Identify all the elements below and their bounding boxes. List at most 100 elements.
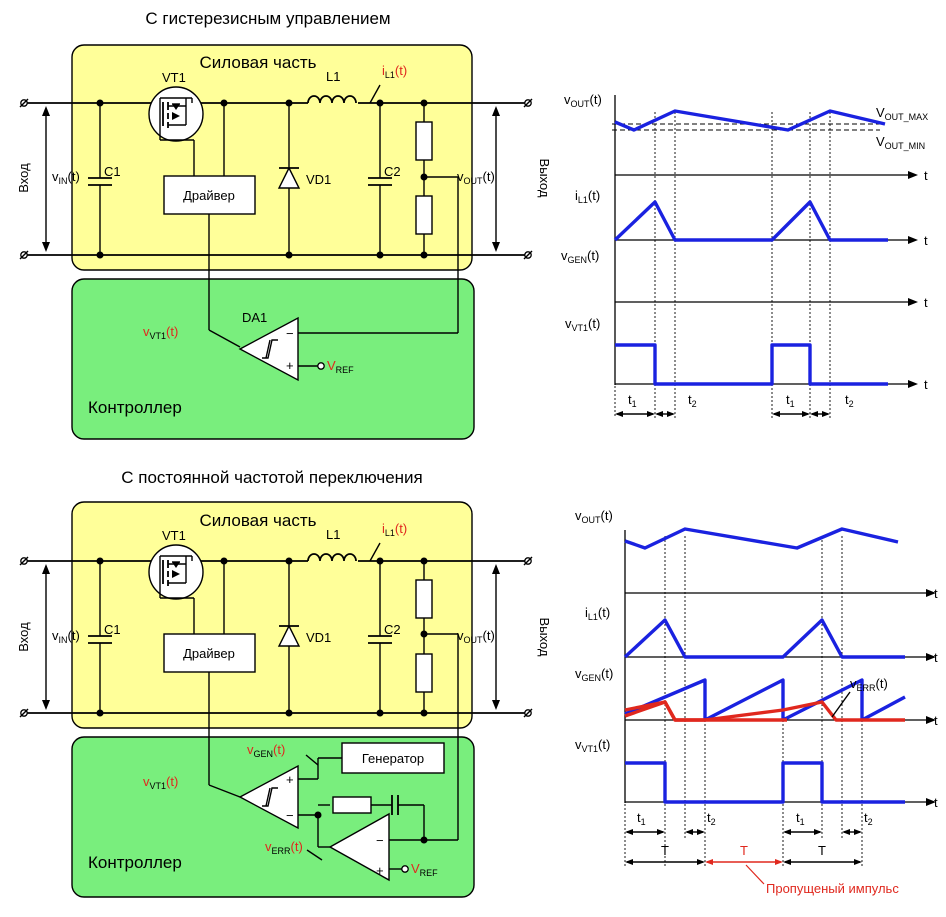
verr-pointer [831,691,851,718]
il1-label: iL1(t) [382,521,407,538]
driver-box [163,175,256,215]
vin-label: vIN(t) [52,628,80,645]
vout-min-label: VOUT_MIN [876,134,925,151]
time-axis-icon [615,171,918,388]
t2-label: t2 [688,392,697,409]
bottom-circuit: С постоянной частотой переключения Силов… [16,468,552,898]
il1-waveform [623,618,905,659]
t-label: t [934,795,938,810]
period-label: T [661,843,669,858]
time-axis-icon [625,589,936,806]
vout-axis-label: vOUT(t) [564,92,602,109]
vout-arrow-icon [492,106,500,252]
controller-section-label: Контроллер [88,398,182,417]
missed-period-arrow-icon [705,859,783,885]
t-label: t [934,713,938,728]
vd1-label: VD1 [306,630,331,645]
top-waveforms: t t t t vOUT(t) VOUT_MAX VOUT_MIN iL1(t)… [561,92,928,418]
vin-label: vIN(t) [52,169,80,186]
vt1-label: VT1 [162,70,186,85]
input-label: Вход [16,622,31,652]
plus-sign: + [286,772,294,787]
t1-label: t1 [796,810,805,827]
t-label: t [924,377,928,392]
c2-label: C2 [384,622,401,637]
vvt1-waveform [625,761,905,804]
t-label: t [934,586,938,601]
t1-label: t1 [637,810,646,827]
vgen-axis-label: vGEN(t) [575,666,613,683]
vvt1-waveform [615,343,888,386]
verr-waveform [624,700,905,722]
vin-arrow-icon [42,564,50,710]
input-label: Вход [16,163,31,193]
terminal-icon [19,98,533,260]
resistor-divider-icon [298,99,459,334]
pwm-comparator-icon [238,757,342,830]
il1-label: iL1(t) [382,63,407,80]
power-section-box [71,501,473,729]
generator-label: Генератор [362,751,424,766]
capacitor-c1-icon [88,99,112,259]
vvt1-axis-label: vVT1(t) [565,316,600,333]
interval-arrow-icon [624,804,862,866]
c1-label: C1 [104,622,121,637]
vout-axis-label: vOUT(t) [575,508,613,525]
vout-max-label: VOUT_MAX [876,105,928,122]
vgen-label: vGEN(t) [247,742,285,759]
power-section-box [71,44,473,271]
da1-label: DA1 [242,310,267,325]
error-amplifier-icon [314,795,428,882]
inductor-l1-icon [307,95,358,104]
plus-sign: + [286,358,294,373]
il1-pointer [369,84,381,104]
vref-label: VREF [327,358,354,375]
power-section-label: Силовая часть [199,53,316,72]
l1-label: L1 [326,69,340,84]
missed-period-label: T [740,843,748,858]
mosfet-vt1-icon [148,86,204,176]
t-label: t [924,233,928,248]
bottom-title: С постоянной частотой переключения [121,468,423,487]
driver-label: Драйвер [183,188,235,203]
t-label: t [934,650,938,665]
capacitor-c1-icon [88,557,112,717]
t-label: t [924,295,928,310]
interval-arrow-icon [614,386,830,418]
t2-label: t2 [864,810,873,827]
vvt1-label: vVT1(t) [143,774,178,791]
vgen-waveform [624,678,906,722]
power-section-label: Силовая часть [199,511,316,530]
t2-label: t2 [707,810,716,827]
l1-label: L1 [326,527,340,542]
c1-label: C1 [104,164,121,179]
driver-box [163,633,256,673]
vout-label: vOUT(t) [457,169,495,186]
t-label: t [924,168,928,183]
t1-label: t1 [628,392,637,409]
resistor-divider-icon [389,557,459,841]
guide-lines [654,112,831,418]
controller-section-label: Контроллер [88,853,182,872]
vvt1-label: vVT1(t) [143,324,178,341]
vt1-label: VT1 [162,528,186,543]
guide-lines [664,536,863,866]
il1-waveform [613,200,888,242]
capacitor-c2-icon [368,99,392,259]
il1-axis-label: iL1(t) [575,188,600,205]
t1-label: t1 [786,392,795,409]
minus-sign: − [286,808,294,823]
output-label: Выход [537,618,552,657]
t2-label: t2 [845,392,854,409]
period-label: T [818,843,826,858]
vout-label: vOUT(t) [457,628,495,645]
comparator-da1-icon [238,316,325,382]
il1-axis-label: iL1(t) [585,605,610,622]
bottom-waveforms: t t t t vOUT(t) iL1(t) vGEN(t) vERR(t) v… [575,508,938,896]
top-circuit: С гистерезисным управлением Силовая част… [16,9,552,440]
vref-label: VREF [411,861,438,878]
vvt1-axis-label: vVT1(t) [575,737,610,754]
minus-sign: − [376,833,384,848]
c2-label: C2 [384,164,401,179]
